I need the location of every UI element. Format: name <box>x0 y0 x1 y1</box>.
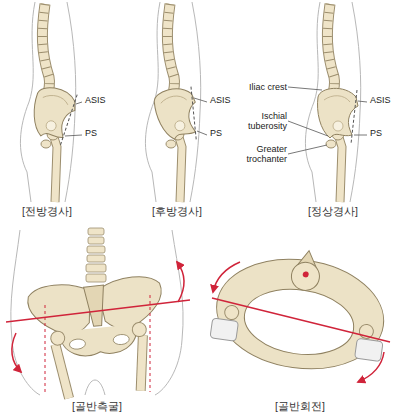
lateral-tilt-figure <box>87 255 105 262</box>
lateral-tilt-figure <box>6 300 190 322</box>
lateral-tilt-figure <box>113 334 130 346</box>
part-label: ASIS <box>84 95 107 105</box>
neutral-tilt-figure <box>318 88 359 144</box>
figure-caption: [전방경사] <box>20 205 74 218</box>
part-label: ASIS <box>369 95 392 105</box>
rotation-figure <box>355 338 384 361</box>
rotation-figure <box>240 283 358 362</box>
part-label: PS <box>84 128 98 138</box>
neutral-tilt-figure <box>288 121 328 136</box>
part-label: PS <box>369 128 383 138</box>
lateral-tilt-figure <box>88 228 104 235</box>
lateral-tilt-figure <box>87 246 105 253</box>
lateral-tilt-figure <box>97 274 165 331</box>
part-label: Iliac crest <box>236 82 288 92</box>
posterior-tilt-figure <box>197 131 207 135</box>
part-label: PS <box>209 128 223 138</box>
posterior-tilt-figure <box>152 85 203 148</box>
lateral-tilt-figure <box>60 324 139 359</box>
anterior-tilt-figure <box>76 102 82 104</box>
lateral-tilt-figure <box>6 228 190 402</box>
lateral-tilt-figure <box>26 274 171 401</box>
anterior-tilt-figure <box>20 2 82 202</box>
lateral-tilt-figure <box>12 333 21 372</box>
posterior-tilt-figure <box>194 98 207 102</box>
lateral-tilt-figure <box>85 380 105 395</box>
rotation-figure <box>213 262 240 292</box>
figure-caption: [골반회전] <box>273 400 327 413</box>
lateral-tilt-figure <box>88 237 104 244</box>
rotation-figure <box>224 305 240 321</box>
lateral-tilt-figure <box>135 335 149 391</box>
lateral-tilt-figure <box>132 322 147 337</box>
neutral-tilt-figure <box>305 2 360 202</box>
lateral-tilt-figure <box>135 335 149 391</box>
rotation-figure <box>207 239 394 380</box>
lateral-tilt-figure <box>150 295 151 392</box>
part-label: Greater trochanter <box>236 144 288 164</box>
part-label: ASIS <box>209 95 232 105</box>
rotation-figure <box>302 271 309 278</box>
anterior-tilt-figure <box>27 85 78 148</box>
lateral-tilt-figure <box>69 338 86 350</box>
neutral-tilt-figure <box>288 87 322 90</box>
rotation-figure <box>290 261 322 293</box>
rotation-figure <box>207 239 394 382</box>
rotation-figure <box>209 249 390 379</box>
part-label: Ischial tuberosity <box>236 111 288 131</box>
rotation-figure <box>358 352 384 382</box>
lateral-tilt-figure <box>55 344 69 400</box>
lateral-tilt-figure <box>50 330 65 345</box>
anterior-tilt-figure <box>65 135 82 136</box>
lateral-tilt-figure <box>86 264 106 272</box>
neutral-tilt-figure <box>288 2 367 202</box>
lateral-tilt-figure <box>86 274 106 282</box>
neutral-tilt-figure <box>358 101 367 102</box>
posterior-tilt-figure <box>145 2 207 202</box>
lateral-tilt-figure <box>55 344 69 400</box>
lateral-tilt-figure <box>177 262 184 302</box>
rotation-figure <box>210 318 239 341</box>
figure-caption: [골반측굴] <box>70 400 124 413</box>
figure-caption: [정상경사] <box>306 205 360 218</box>
neutral-tilt-figure <box>288 145 327 154</box>
rotation-figure <box>212 298 390 342</box>
lateral-tilt-figure <box>45 305 46 392</box>
figure-caption: [후방경사] <box>150 205 204 218</box>
lateral-tilt-figure <box>155 230 183 395</box>
lateral-tilt-figure <box>84 285 108 327</box>
neutral-tilt-figure <box>354 135 367 136</box>
